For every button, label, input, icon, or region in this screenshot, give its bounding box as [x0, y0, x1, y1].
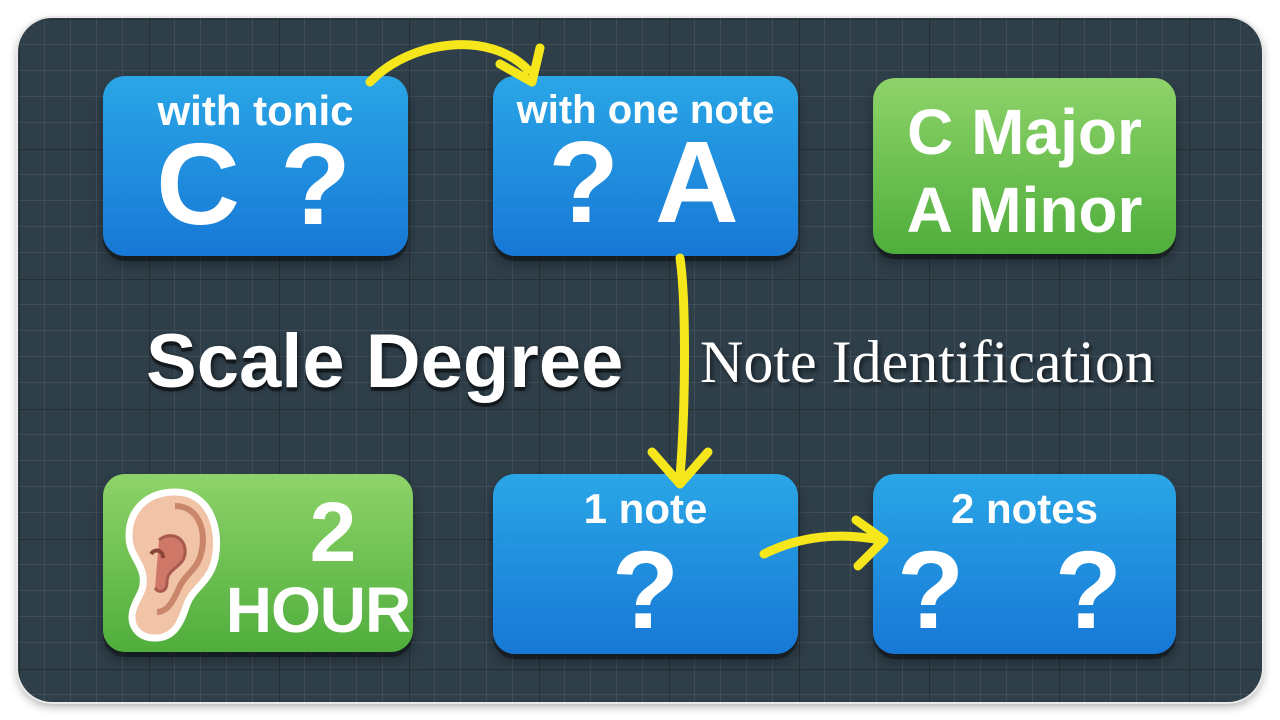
tonic-main: C ? — [156, 119, 355, 249]
keys-line1: C Major — [907, 96, 1142, 168]
tonic-card: with tonic C ? — [103, 76, 408, 256]
ear-icon — [115, 484, 225, 644]
double-caption: 2 notes — [950, 485, 1099, 532]
duration-card: 2 HOUR — [103, 474, 413, 652]
single-note-card: 1 note ? — [493, 474, 798, 654]
arrow-tonic-to-one-note — [365, 40, 533, 87]
tonic-caption: with tonic — [157, 87, 354, 134]
duration-number: 2 — [309, 485, 357, 579]
title-main: Scale Degree — [146, 319, 624, 404]
one-note-caption: with one note — [516, 88, 775, 132]
keys-card: C Major A Minor — [873, 78, 1176, 254]
arrow-one-note-down — [675, 253, 689, 483]
double-main: ? ? — [897, 529, 1152, 652]
keys-line2: A Minor — [906, 174, 1143, 246]
one-note-card: with one note ? A — [493, 76, 798, 256]
title-sub: Note Identification — [700, 329, 1155, 395]
duration-unit: HOUR — [225, 574, 411, 646]
single-caption: 1 note — [583, 485, 708, 532]
single-main: ? — [611, 529, 680, 652]
one-note-main: ? A — [548, 117, 743, 247]
arrow-single-to-double — [759, 531, 885, 559]
double-note-card: 2 notes ? ? — [873, 474, 1176, 654]
